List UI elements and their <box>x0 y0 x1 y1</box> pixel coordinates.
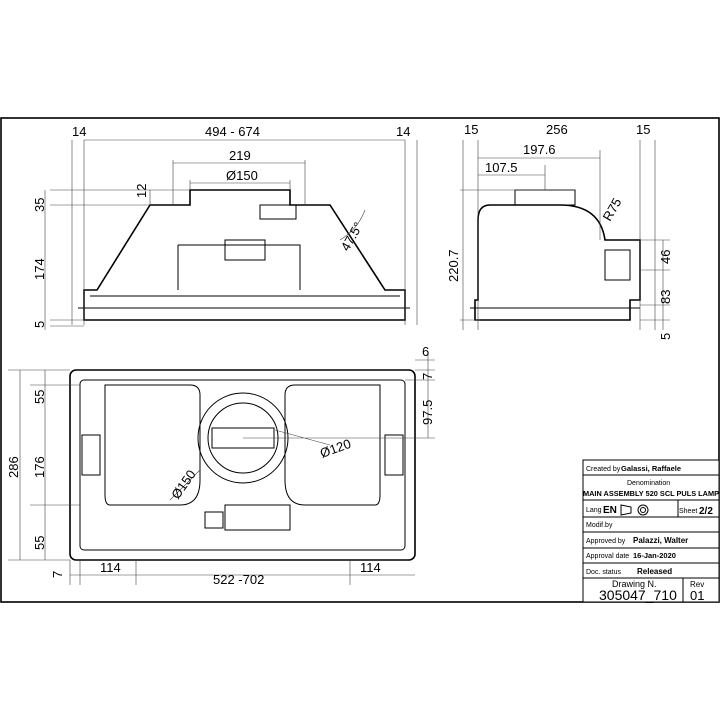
drawing-frame <box>0 117 720 603</box>
dim-front-side-right: 14 <box>396 124 410 139</box>
drawing-number-label: Drawing N. <box>612 579 657 589</box>
dim-side-height-lower: 83 <box>658 290 673 304</box>
dim-plan-depth-total: 286 <box>6 456 21 478</box>
side-view: 15 256 15 197.6 107.5 R75 220.7 46 83 5 <box>446 122 673 340</box>
dim-plan-offset-top-b: 7 <box>420 373 435 380</box>
dim-side-margin-right: 15 <box>636 122 650 137</box>
dim-front-collar: 12 <box>134 184 149 198</box>
doc-status-label: Doc. status <box>586 569 622 576</box>
dim-side-depth: 256 <box>546 122 568 137</box>
dim-front-duct-diameter: Ø150 <box>226 168 258 183</box>
sheet-value: 2/2 <box>699 506 713 517</box>
dim-side-radius: R75 <box>600 195 625 223</box>
dim-plan-inner-depth: 176 <box>32 456 47 478</box>
dim-side-duct-center: 107.5 <box>485 160 518 175</box>
dim-plan-margin-top: 55 <box>32 390 47 404</box>
dim-front-height-body: 174 <box>32 258 47 280</box>
plan-view: 6 7 97.5 55 286 176 55 7 114 522 -702 11… <box>6 344 435 587</box>
approval-date-value: 16-Jan-2020 <box>633 551 676 560</box>
drawing-number-value: 305047_710 <box>599 587 677 603</box>
dim-front-width: 494 - 674 <box>205 124 260 139</box>
sheet-label: Sheet <box>679 508 697 515</box>
denomination-value: MAIN ASSEMBLY 520 SCL PULS LAMP <box>583 489 719 498</box>
created-by-label: Created by <box>586 466 621 473</box>
dim-side-height-bottom: 5 <box>658 333 673 340</box>
rev-value: 01 <box>690 588 704 603</box>
lang-value: EN <box>603 505 617 516</box>
dim-plan-duct-center-depth: 97.5 <box>420 400 435 425</box>
modif-by-label: Modif.by <box>586 522 613 529</box>
dim-side-margin-left: 15 <box>464 122 478 137</box>
dim-side-depth-partial: 197.6 <box>523 142 556 157</box>
lang-label: Lang <box>586 507 602 514</box>
approved-by-value: Palazzi, Walter <box>633 536 688 545</box>
dim-front-height-bottom: 5 <box>32 321 47 328</box>
denomination-label: Denomination <box>627 480 670 487</box>
dim-side-height-total: 220.7 <box>446 249 461 282</box>
dim-plan-inner-diameter: Ø120 <box>318 436 353 461</box>
doc-status-value: Released <box>637 567 672 576</box>
dim-plan-offset-top-a: 6 <box>422 344 429 359</box>
dim-plan-margin-right: 114 <box>360 560 381 575</box>
rev-label: Rev <box>690 580 704 589</box>
dim-plan-margin-bottom: 55 <box>32 536 47 550</box>
dim-plan-outer-diameter: Ø150 <box>168 467 199 502</box>
dim-front-duct-offset: 219 <box>229 148 251 163</box>
dim-plan-margin-left: 114 <box>100 560 121 575</box>
dim-plan-offset-bottom: 7 <box>50 571 65 578</box>
dim-side-height-upper: 46 <box>658 250 673 264</box>
created-by-value: Galassi, Raffaele <box>621 464 681 473</box>
approved-by-label: Approved by <box>586 538 626 545</box>
front-view: 14 494 - 674 14 219 Ø150 35 12 174 5 47.… <box>32 124 418 330</box>
dim-front-side-left: 14 <box>72 124 86 139</box>
dim-plan-width: 522 -702 <box>213 572 264 587</box>
projection-symbol-icon <box>620 504 649 516</box>
dim-front-height-top: 35 <box>32 198 47 212</box>
title-block: Created by Galassi, Raffaele Denominatio… <box>582 459 720 603</box>
approval-date-label: Approval date <box>586 553 629 560</box>
